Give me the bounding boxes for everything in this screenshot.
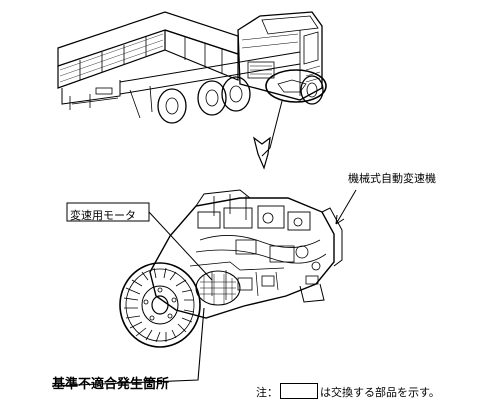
replacement-part-box <box>280 383 318 399</box>
truck-illustration <box>57 11 327 124</box>
legend-note: 注： は交換する部品を示す。 <box>256 383 440 400</box>
shift-motor-label: 変速用モータ <box>70 209 136 222</box>
defect-location-label: 基準不適合発生箇所 <box>52 377 170 392</box>
transmission-illustration <box>119 189 343 348</box>
leader-lines <box>51 189 357 387</box>
amt-label: 機械式自動変速機 <box>348 172 436 185</box>
callout-arrow <box>253 100 283 170</box>
note-suffix: は交換する部品を示す。 <box>320 386 440 399</box>
note-prefix: 注： <box>256 386 278 399</box>
